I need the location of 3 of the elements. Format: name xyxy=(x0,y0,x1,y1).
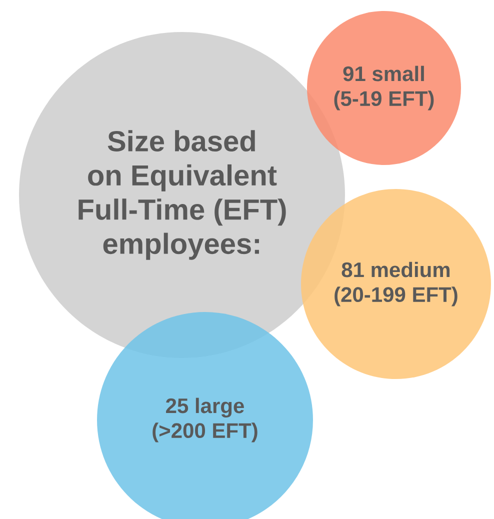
bubble: 81 medium (20-199 EFT) xyxy=(301,189,491,379)
bubble: 91 small (5-19 EFT) xyxy=(307,11,461,165)
bubble: 25 large (>200 EFT) xyxy=(97,312,313,519)
